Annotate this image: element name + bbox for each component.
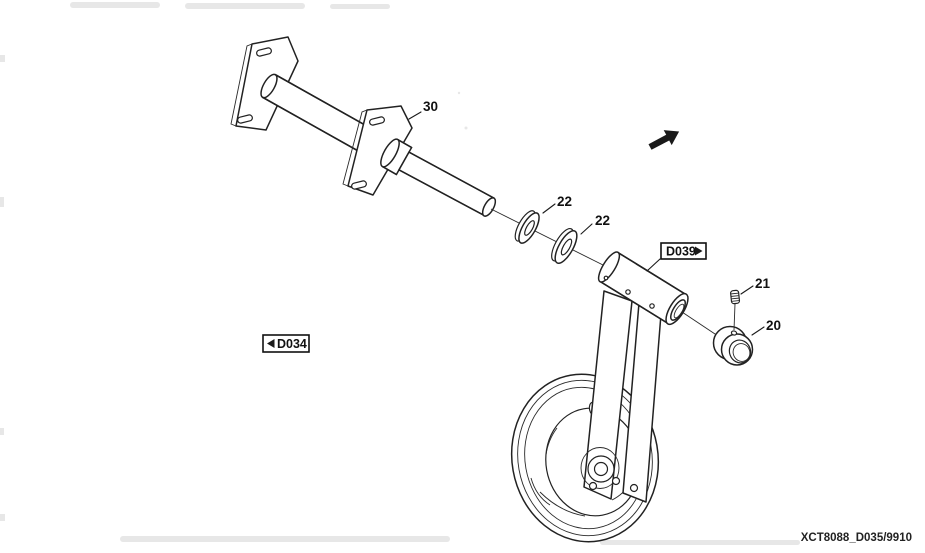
fork-pivot-tube — [597, 251, 689, 326]
part-22-washer-first — [514, 210, 540, 244]
part-21-set-screw — [730, 289, 741, 305]
fork-leg-front — [583, 290, 633, 500]
slot-hole — [351, 180, 367, 190]
part-label-22-first: 22 — [557, 194, 572, 209]
right-triangle-icon — [695, 246, 703, 256]
part-22-washer-second — [551, 227, 578, 264]
assembly-axis-line — [490, 208, 610, 269]
slot-hole — [237, 114, 253, 124]
part-label-20: 20 — [766, 318, 781, 333]
washer-hole — [560, 238, 573, 256]
northeast-arrow-icon — [648, 130, 680, 150]
axle-bolt-hole — [611, 476, 621, 486]
tube-hole — [603, 275, 609, 281]
drawing-number: XCT8088_D035/9910 — [801, 532, 912, 544]
axle-bolt-hole — [588, 481, 598, 491]
set-screw-hole — [730, 330, 738, 336]
part-label-22-second: 22 — [595, 213, 610, 228]
collar-axis-line — [681, 311, 722, 339]
part-30-support-bracket — [230, 36, 497, 217]
fork-legs — [580, 290, 662, 503]
tube-hole — [649, 303, 655, 309]
left-triangle-icon — [267, 339, 275, 348]
spindle-end-cap — [481, 197, 497, 217]
tube-closed-end — [597, 251, 621, 283]
screw-axis-line — [733, 303, 736, 331]
web-shading — [539, 491, 586, 517]
slot-hole — [369, 116, 385, 126]
part-callouts: 30 22 22 21 20 — [408, 99, 781, 336]
ref-tag-d039-label: D039 — [666, 245, 696, 259]
ref-tag-d034[interactable]: D034 — [262, 334, 310, 353]
scan-artifacts — [0, 2, 800, 545]
tube-hole — [625, 289, 631, 295]
slot-hole — [256, 47, 272, 57]
axle-center — [593, 461, 609, 477]
part-label-21: 21 — [755, 276, 771, 291]
part-label-30: 30 — [423, 99, 438, 114]
ref-tag-d034-label: D034 — [277, 337, 307, 351]
part-20-locking-collar — [712, 325, 754, 366]
ref-tag-d039[interactable]: D039 — [646, 242, 707, 272]
washer-hole — [524, 220, 535, 236]
axle-bolt-hole — [629, 483, 639, 493]
spindle-shaft — [398, 151, 495, 217]
shaft-end-cap — [260, 73, 278, 99]
